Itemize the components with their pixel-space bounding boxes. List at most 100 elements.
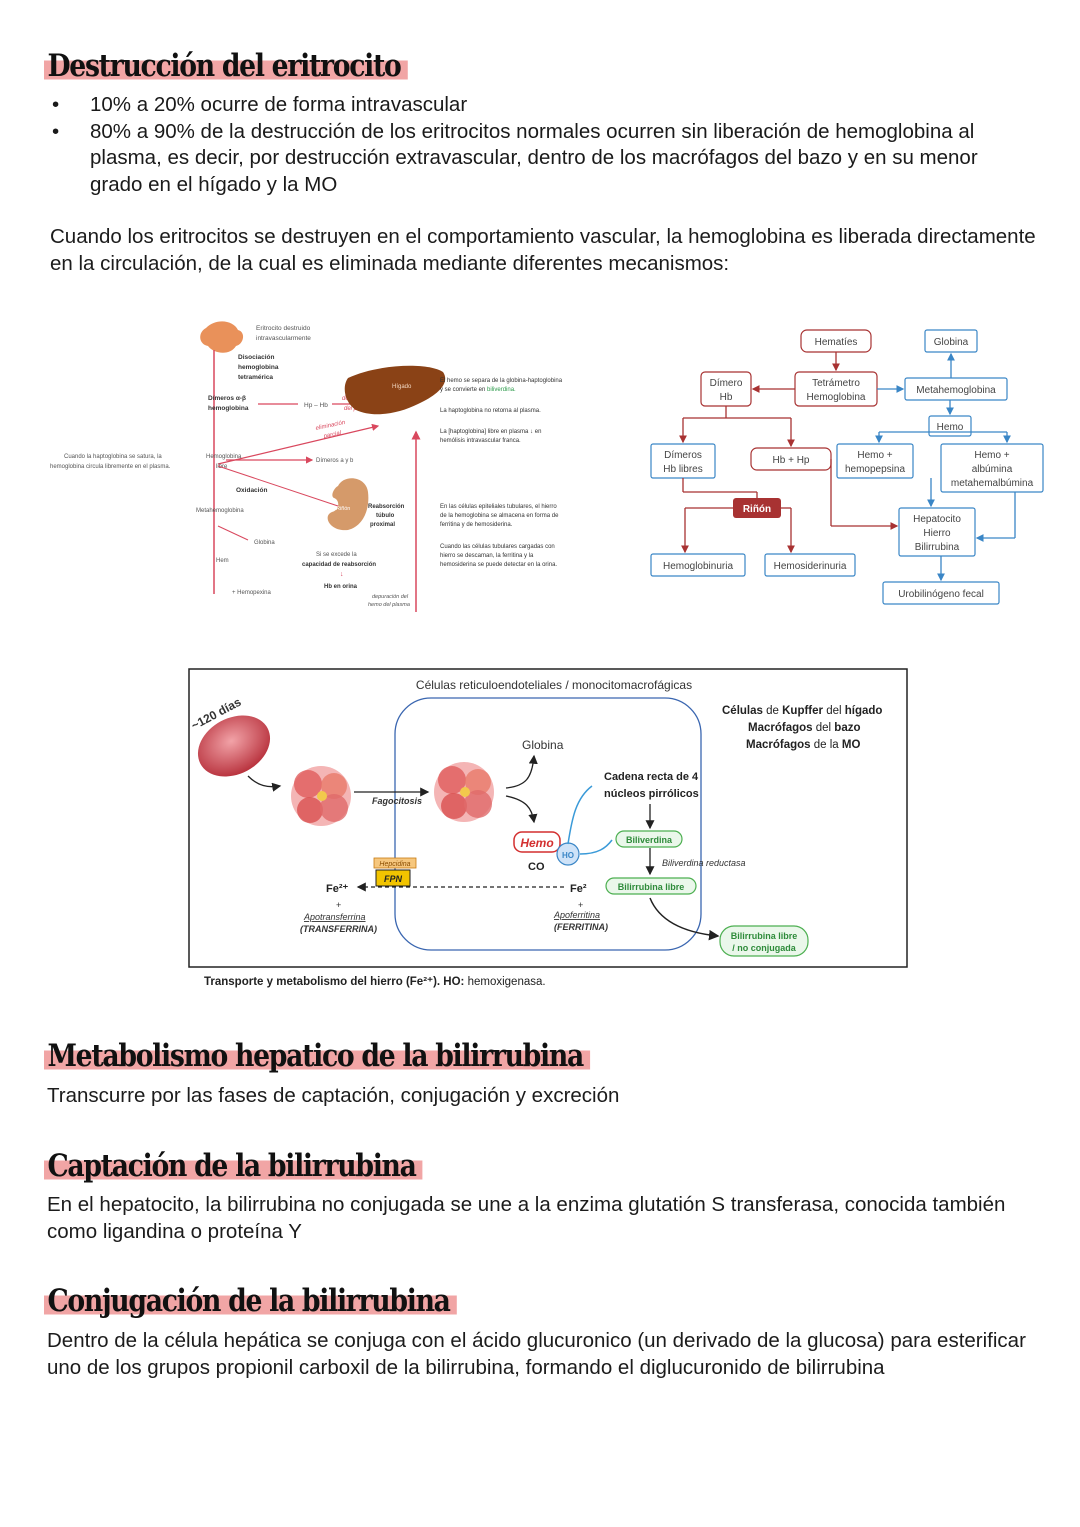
svg-text:Dímeros: Dímeros (664, 450, 702, 461)
figure-flowchart-hemoglobin: Hematíes Dímero Hb Tetrámetro Hemoglobin… (650, 329, 1044, 605)
note5-l2: hierro se descaman, la ferritina y la (440, 553, 534, 559)
svg-text:parcial: parcial (322, 430, 342, 440)
label-hemopexina: + Hemopexina (232, 590, 272, 596)
svg-text:hemopepsina: hemopepsina (845, 464, 905, 475)
svg-text:Hierro: Hierro (923, 528, 951, 539)
svg-text:Hemo +: Hemo + (974, 450, 1009, 461)
box-hemo-label: Hemo (937, 422, 964, 433)
bullet-list: 10% a 20% ocurre de forma intravascular … (50, 92, 1030, 198)
box-hematies-label: Hematíes (815, 337, 858, 348)
box-bilirrubina-no-conjugada (719, 925, 809, 957)
svg-text:metahemalbúmina: metahemalbúmina (951, 478, 1034, 489)
section-title-captacion: Captación de la bilirrubina (44, 1148, 423, 1184)
label-hb-orina: Hb en orina (324, 584, 358, 590)
box-hemo-hemopepsina (836, 443, 914, 479)
label-disociacion-2: hemoglobina (238, 364, 279, 371)
svg-text:albúmina: albúmina (972, 464, 1013, 475)
box-bilirrubina-libre-label: Bilirrubina libre (618, 882, 685, 892)
label-disociacion-3: tetramérica (238, 374, 273, 381)
note4-l1: En las células epiteliales tubulares, el… (440, 504, 557, 510)
figure-intravascular-hemolysis: Eritrocito destruido intravascularmente … (50, 321, 563, 612)
note3-l1: La [haptoglobina] libre en plasma ↓ en (440, 429, 541, 435)
box-metahemoglobina (904, 377, 1008, 401)
box-hemo (513, 831, 561, 853)
label-plus-left: + (336, 900, 341, 910)
label-fe-left: Fe²⁺ (326, 883, 349, 895)
label-fagocitosis: Fagocitosis (372, 796, 422, 806)
label-excede-2: capacidad de reabsorción (302, 562, 376, 568)
side-note-2: hemoglobina circula libremente en el pla… (50, 464, 171, 470)
note-destroyed-line1: Eritrocito destruido (256, 325, 311, 332)
box-hemosiderinuria-label: Hemosiderinuria (774, 561, 847, 572)
figure-iron-metabolism: Células reticuloendoteliales / monocitom… (188, 668, 908, 988)
label-apotransferrina: Apotransferrina (303, 912, 366, 922)
erythrocyte-icon (200, 321, 244, 353)
svg-text:Hemoglobina: Hemoglobina (807, 392, 866, 403)
side-note-1: Cuando la haptoglobina se satura, la (64, 454, 162, 460)
svg-text:Bilirrubina: Bilirrubina (915, 542, 960, 553)
note2: La haptoglobina no retorna al plasma. (440, 408, 541, 414)
liver-icon (344, 365, 446, 415)
label-mo: Macrófagos de la MO (746, 739, 860, 751)
box-urobilinogeno (882, 581, 1000, 605)
box-fpn (375, 869, 411, 887)
svg-text:túbulo: túbulo (376, 513, 395, 519)
label-eliminacion: eliminación (315, 420, 346, 432)
label-fpn: FPN (384, 874, 403, 884)
macrophage-cell (394, 697, 702, 951)
bullet-item: 80% a 90% de la destrucción de los eritr… (50, 119, 1030, 199)
note4-l3: ferritina y de hemosiderina. (440, 522, 513, 528)
label-ho: HO (562, 851, 574, 860)
label-globina: Globina (522, 738, 564, 752)
label-oxidacion: Oxidación (236, 487, 267, 494)
label-metahemoglobina: Metahemoglobina (196, 508, 244, 514)
box-hemo-label: Hemo (520, 836, 553, 850)
svg-text:↓: ↓ (340, 571, 344, 578)
box-bilirrubina-libre (605, 877, 697, 895)
box-hemoglobinuria (650, 553, 746, 577)
label-bilirrubina-nc-2: / no conjugada (732, 943, 796, 953)
svg-text:Hb: Hb (720, 392, 733, 403)
label-apoferritina: Apoferritina (553, 910, 600, 920)
svg-text:Dímero: Dímero (710, 378, 743, 389)
note4-l2: de la hemoglobina se almacena en forma d… (440, 513, 559, 519)
label-ferritina: (FERRITINA) (554, 922, 608, 932)
label-depuracion-hemo-1: depuración del (372, 594, 409, 600)
label-cadena-1: Cadena recta de 4 (604, 771, 699, 783)
label-cadena-2: núcleos pirrólicos (604, 788, 699, 800)
box-biliverdina (615, 830, 683, 848)
note3-l2: hemólisis intravascular franca. (440, 438, 521, 444)
box-biliverdina-label: Biliverdina (626, 835, 673, 845)
label-globina: Globina (254, 540, 275, 546)
label-higado: Hígado (392, 384, 412, 390)
label-transferrina: (TRANSFERRINA) (300, 924, 377, 934)
paragraph-conjugacion: Dentro de la célula hepática se conjuga … (47, 1329, 1026, 1379)
section-title-destruccion: Destrucción del eritrocito (44, 48, 408, 84)
box-hb-hp-label: Hb + Hp (773, 455, 810, 466)
svg-text:Hb libres: Hb libres (663, 464, 702, 475)
label-dimeros: Dímeros α-β (208, 395, 246, 402)
label-reabsorcion-1: Reabsorción (368, 504, 405, 510)
note1-l2: y se convierte en biliverdina. (440, 387, 516, 393)
figure3-header: Células reticuloendoteliales / monocitom… (416, 678, 692, 692)
box-hemo (928, 415, 972, 437)
hemoglobin-molecule-icon (291, 766, 351, 826)
box-hepcidina (373, 857, 417, 869)
label-hb-libre-1: Hemoglobina (206, 454, 242, 460)
svg-text:hemo del plasma: hemo del plasma (368, 602, 410, 608)
figure3-caption: Transporte y metabolismo del hierro (Fe²… (204, 976, 546, 988)
box-metahemoglobina-label: Metahemoglobina (916, 385, 996, 396)
label-disociacion-1: Disociación (238, 354, 275, 361)
label-hem: Hem (216, 558, 229, 564)
label-hepcidina: Hepcidina (379, 861, 410, 868)
paragraph-captacion: En el hepatocito, la bilirrubina no conj… (47, 1193, 1006, 1243)
label-hp-hb: Hp – Hb (304, 402, 328, 409)
label-rinon: Riñón (336, 506, 350, 512)
svg-text:Hemo +: Hemo + (857, 450, 892, 461)
label-plus-right: + (578, 900, 583, 910)
label-dimeros-2: hemoglobina (208, 405, 249, 412)
label-excede-1: Si se excede la (316, 552, 357, 558)
paragraph-intravascular: Cuando los eritrocitos se destruyen en e… (50, 225, 1036, 275)
box-hemosiderinuria (764, 553, 856, 577)
label-dimeros-ab: Dímeros a y b (316, 458, 354, 464)
